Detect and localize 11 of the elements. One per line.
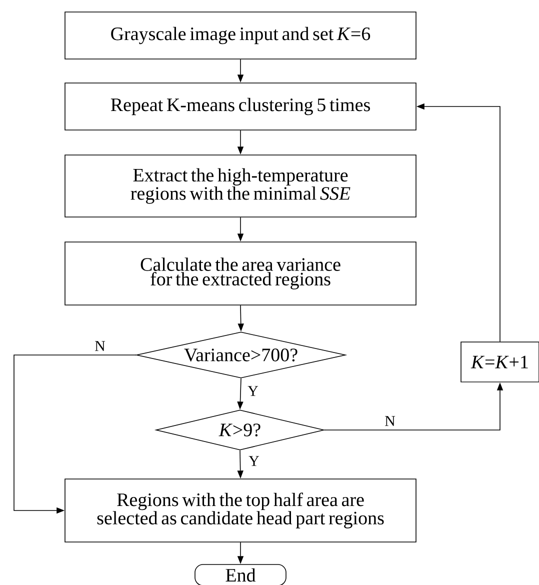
edge-label: Y — [246, 385, 260, 397]
edge-label: Y — [248, 455, 260, 467]
process-box: Repeat K-means clustering 5 times — [64, 82, 416, 130]
process-box: Extract the high-temperature regions with the minimal SSE — [64, 154, 416, 218]
process-box: Grayscale image input and set K=6 — [64, 12, 416, 60]
edge-label: N — [384, 415, 396, 427]
process-box: Regions with the top half area are selected as candidate head part regions — [64, 478, 416, 542]
process-box: Calculate the area variance for the extracted regions — [64, 242, 416, 306]
terminal-box: End — [194, 564, 286, 585]
process-box: K=K+1 — [460, 342, 539, 382]
edge-label: N — [94, 340, 106, 352]
